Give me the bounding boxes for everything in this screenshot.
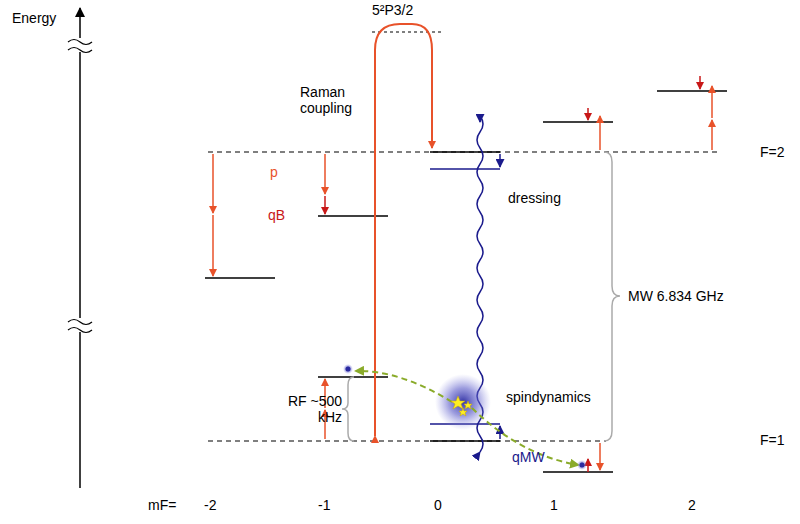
level-label: F=2 (760, 144, 785, 160)
tick-label: 0 (434, 497, 442, 513)
tick-label: -2 (204, 497, 216, 513)
state-label: 5²P3/2 (372, 2, 413, 18)
tick-label: -1 (318, 497, 330, 513)
axis-label: Energy (12, 10, 56, 26)
axis-label: mF= (148, 497, 176, 513)
process-label: spindynamics (506, 389, 591, 405)
process-label: dressing (508, 190, 561, 206)
shift-label: qB (268, 207, 285, 223)
frequency-label: MW 6.834 GHz (628, 288, 724, 304)
level-label: F=1 (760, 432, 785, 448)
tick-label: 1 (550, 497, 558, 513)
shift-label: qMW (512, 449, 545, 465)
process-label: Raman coupling (300, 84, 374, 116)
frequency-label: RF ~500 kHz (276, 393, 342, 425)
tick-label: 2 (688, 497, 696, 513)
shift-label: p (270, 164, 278, 180)
